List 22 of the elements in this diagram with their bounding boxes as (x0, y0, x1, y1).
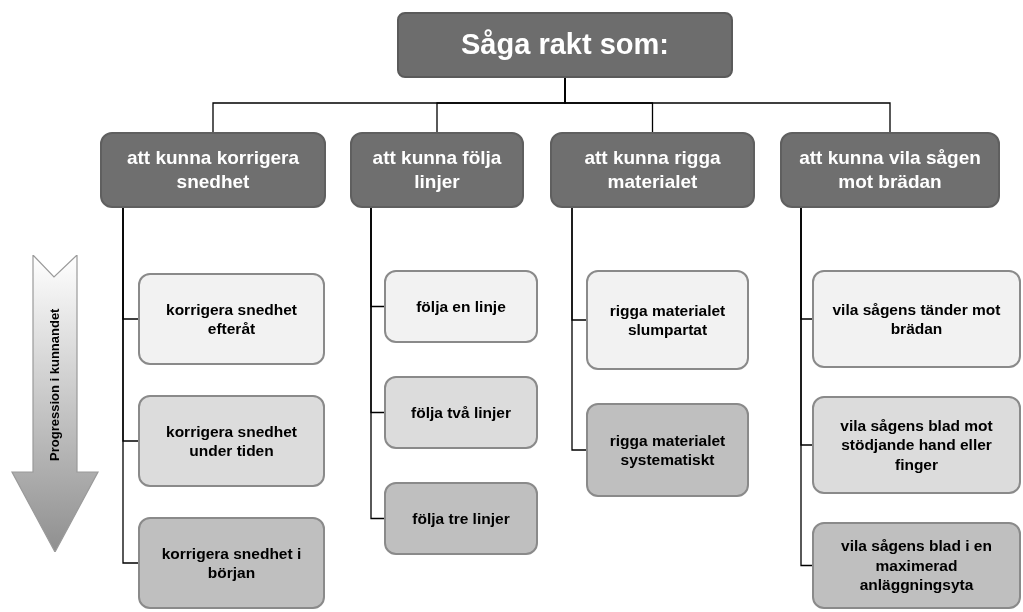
skill-box: rigga materialet systematiskt (586, 403, 749, 497)
skill-box: följa en linje (384, 270, 538, 343)
connector-line (122, 207, 139, 564)
connector-line (571, 207, 587, 451)
skill-box: korrigera snedhet under tiden (138, 395, 325, 487)
connector-line (800, 207, 813, 567)
category-box: att kunna korrigera snedhet (100, 132, 326, 208)
arrow-label: Progression i kunnandet (46, 308, 64, 462)
skill-box: vila sågens tänder mot brädan (812, 270, 1021, 368)
category-box: att kunna rigga materialet (550, 132, 755, 208)
skill-box: vila sågens blad mot stödjande hand eller finger (812, 396, 1021, 494)
skill-box: rigga materialet slumpartat (586, 270, 749, 370)
skill-box: följa två linjer (384, 376, 538, 449)
skill-box: följa tre linjer (384, 482, 538, 555)
skill-box: vila sågens blad i en maximerad anläggningsyta (812, 522, 1021, 609)
category-box: att kunna följa linjer (350, 132, 524, 208)
title-box: Såga rakt som: (397, 12, 733, 78)
connector-line (370, 207, 385, 520)
skill-box: korrigera snedhet i början (138, 517, 325, 609)
category-box: att kunna vila sågen mot brädan (780, 132, 1000, 208)
connector-line (564, 77, 891, 133)
skill-box: korrigera snedhet efteråt (138, 273, 325, 365)
